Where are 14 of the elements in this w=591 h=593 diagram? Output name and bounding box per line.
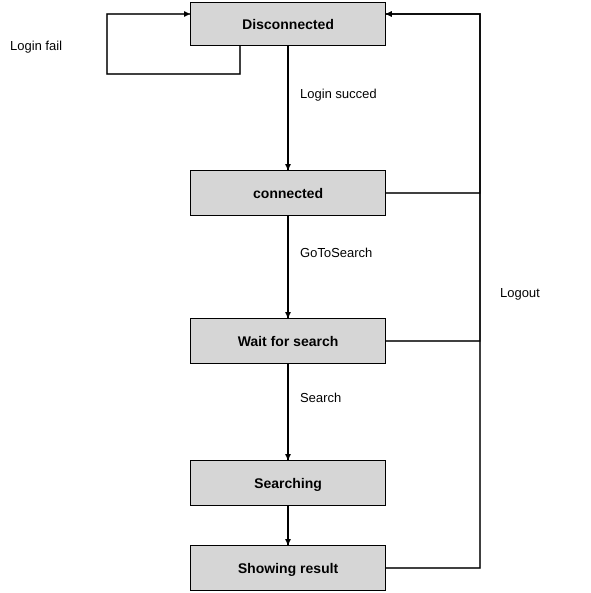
state-box: Disconnected	[190, 2, 386, 46]
state-box: Wait for search	[190, 318, 386, 364]
arrow	[386, 11, 481, 569]
arrow	[285, 216, 291, 318]
edge-label: Login fail	[8, 38, 64, 54]
edge-label: Login succed	[298, 86, 379, 102]
arrow	[285, 46, 291, 170]
state-box: connected	[190, 170, 386, 216]
arrow	[106, 11, 241, 75]
state-box: Showing result	[190, 545, 386, 591]
edge-label: Logout	[498, 285, 542, 301]
state-box: Searching	[190, 460, 386, 506]
arrow	[285, 364, 291, 460]
arrow	[285, 506, 291, 545]
